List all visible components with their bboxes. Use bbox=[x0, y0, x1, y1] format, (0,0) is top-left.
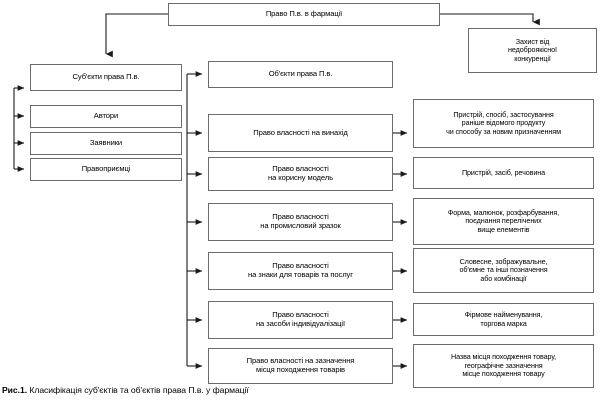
node-subject-successors[interactable]: Правоприємці bbox=[30, 158, 182, 181]
node-root-label: Право П.в. в фармації bbox=[265, 9, 343, 19]
node-detail-invention-label: Пристрій, спосіб, застосування раніше ві… bbox=[446, 109, 561, 136]
node-object-invention-label: Право власності на винахід bbox=[253, 127, 348, 137]
node-objects-header-label: Об'єкти права П.в. bbox=[268, 69, 333, 79]
node-subject-successors-label: Правоприємці bbox=[81, 164, 131, 174]
node-detail-trademarks-label: Словесне, зображувальне, об'ємне та інші… bbox=[459, 256, 548, 283]
node-object-industrial-design-label: Право власності на промисловий зразок bbox=[260, 212, 341, 230]
node-subjects-header[interactable]: Суб'єкти права П.в. bbox=[30, 64, 182, 91]
node-detail-individualization-means-label: Фірмове найменування, торгова марка bbox=[464, 310, 543, 328]
node-detail-industrial-design[interactable]: Форма, малюнок, розфарбування, поєднання… bbox=[413, 198, 594, 245]
node-object-trademarks-label: Право власності на знаки для товарів та … bbox=[248, 261, 353, 279]
node-detail-individualization-means[interactable]: Фірмове найменування, торгова марка bbox=[413, 303, 594, 336]
node-objects-header[interactable]: Об'єкти права П.в. bbox=[208, 61, 393, 88]
figure-caption-label: Рис.1. bbox=[2, 385, 28, 395]
node-subjects-header-label: Суб'єкти права П.в. bbox=[72, 72, 140, 82]
node-object-geographical-origin-label: Право власності на зазначення місця похо… bbox=[246, 356, 355, 374]
node-object-invention[interactable]: Право власності на винахід bbox=[208, 114, 393, 152]
node-unfair-competition-protection[interactable]: Захист від недоброякісної конкуренції bbox=[468, 28, 597, 73]
node-object-geographical-origin[interactable]: Право власності на зазначення місця похо… bbox=[208, 348, 393, 384]
node-subject-applicants-label: Заявники bbox=[89, 138, 123, 148]
node-detail-geographical-origin-label: Назва місця походження товару, географіч… bbox=[451, 352, 556, 379]
node-object-individualization-means-label: Право власності на засоби індивідуалізац… bbox=[255, 310, 346, 328]
edge-root-to-subjects bbox=[105, 13, 168, 58]
node-detail-utility-model[interactable]: Пристрій, засіб, речовина bbox=[413, 157, 594, 189]
node-object-trademarks[interactable]: Право власності на знаки для товарів та … bbox=[208, 252, 393, 290]
node-subject-authors-label: Автори bbox=[93, 111, 119, 121]
figure-caption-text: Класифікація суб'єктів та об'єктів права… bbox=[29, 385, 249, 395]
edge-root-to-protection bbox=[440, 13, 540, 26]
node-object-industrial-design[interactable]: Право власності на промисловий зразок bbox=[208, 203, 393, 241]
node-detail-invention[interactable]: Пристрій, спосіб, застосування раніше ві… bbox=[413, 99, 594, 148]
node-root[interactable]: Право П.в. в фармації bbox=[168, 3, 440, 26]
node-subject-applicants[interactable]: Заявники bbox=[30, 132, 182, 155]
node-detail-trademarks[interactable]: Словесне, зображувальне, об'ємне та інші… bbox=[413, 248, 594, 293]
node-detail-industrial-design-label: Форма, малюнок, розфарбування, поєднання… bbox=[447, 207, 560, 234]
node-object-individualization-means[interactable]: Право власності на засоби індивідуалізац… bbox=[208, 301, 393, 339]
node-detail-utility-model-label: Пристрій, засіб, речовина bbox=[461, 167, 546, 177]
figure-caption: Рис.1. Класифікація суб'єктів та об'єкті… bbox=[2, 385, 249, 395]
node-object-utility-model-label: Право власності на корисну модель bbox=[268, 164, 333, 182]
node-object-utility-model[interactable]: Право власності на корисну модель bbox=[208, 157, 393, 191]
node-subject-authors[interactable]: Автори bbox=[30, 105, 182, 128]
node-detail-geographical-origin[interactable]: Назва місця походження товару, географіч… bbox=[413, 344, 594, 388]
node-unfair-competition-protection-label: Захист від недоброякісної конкуренції bbox=[508, 36, 557, 63]
